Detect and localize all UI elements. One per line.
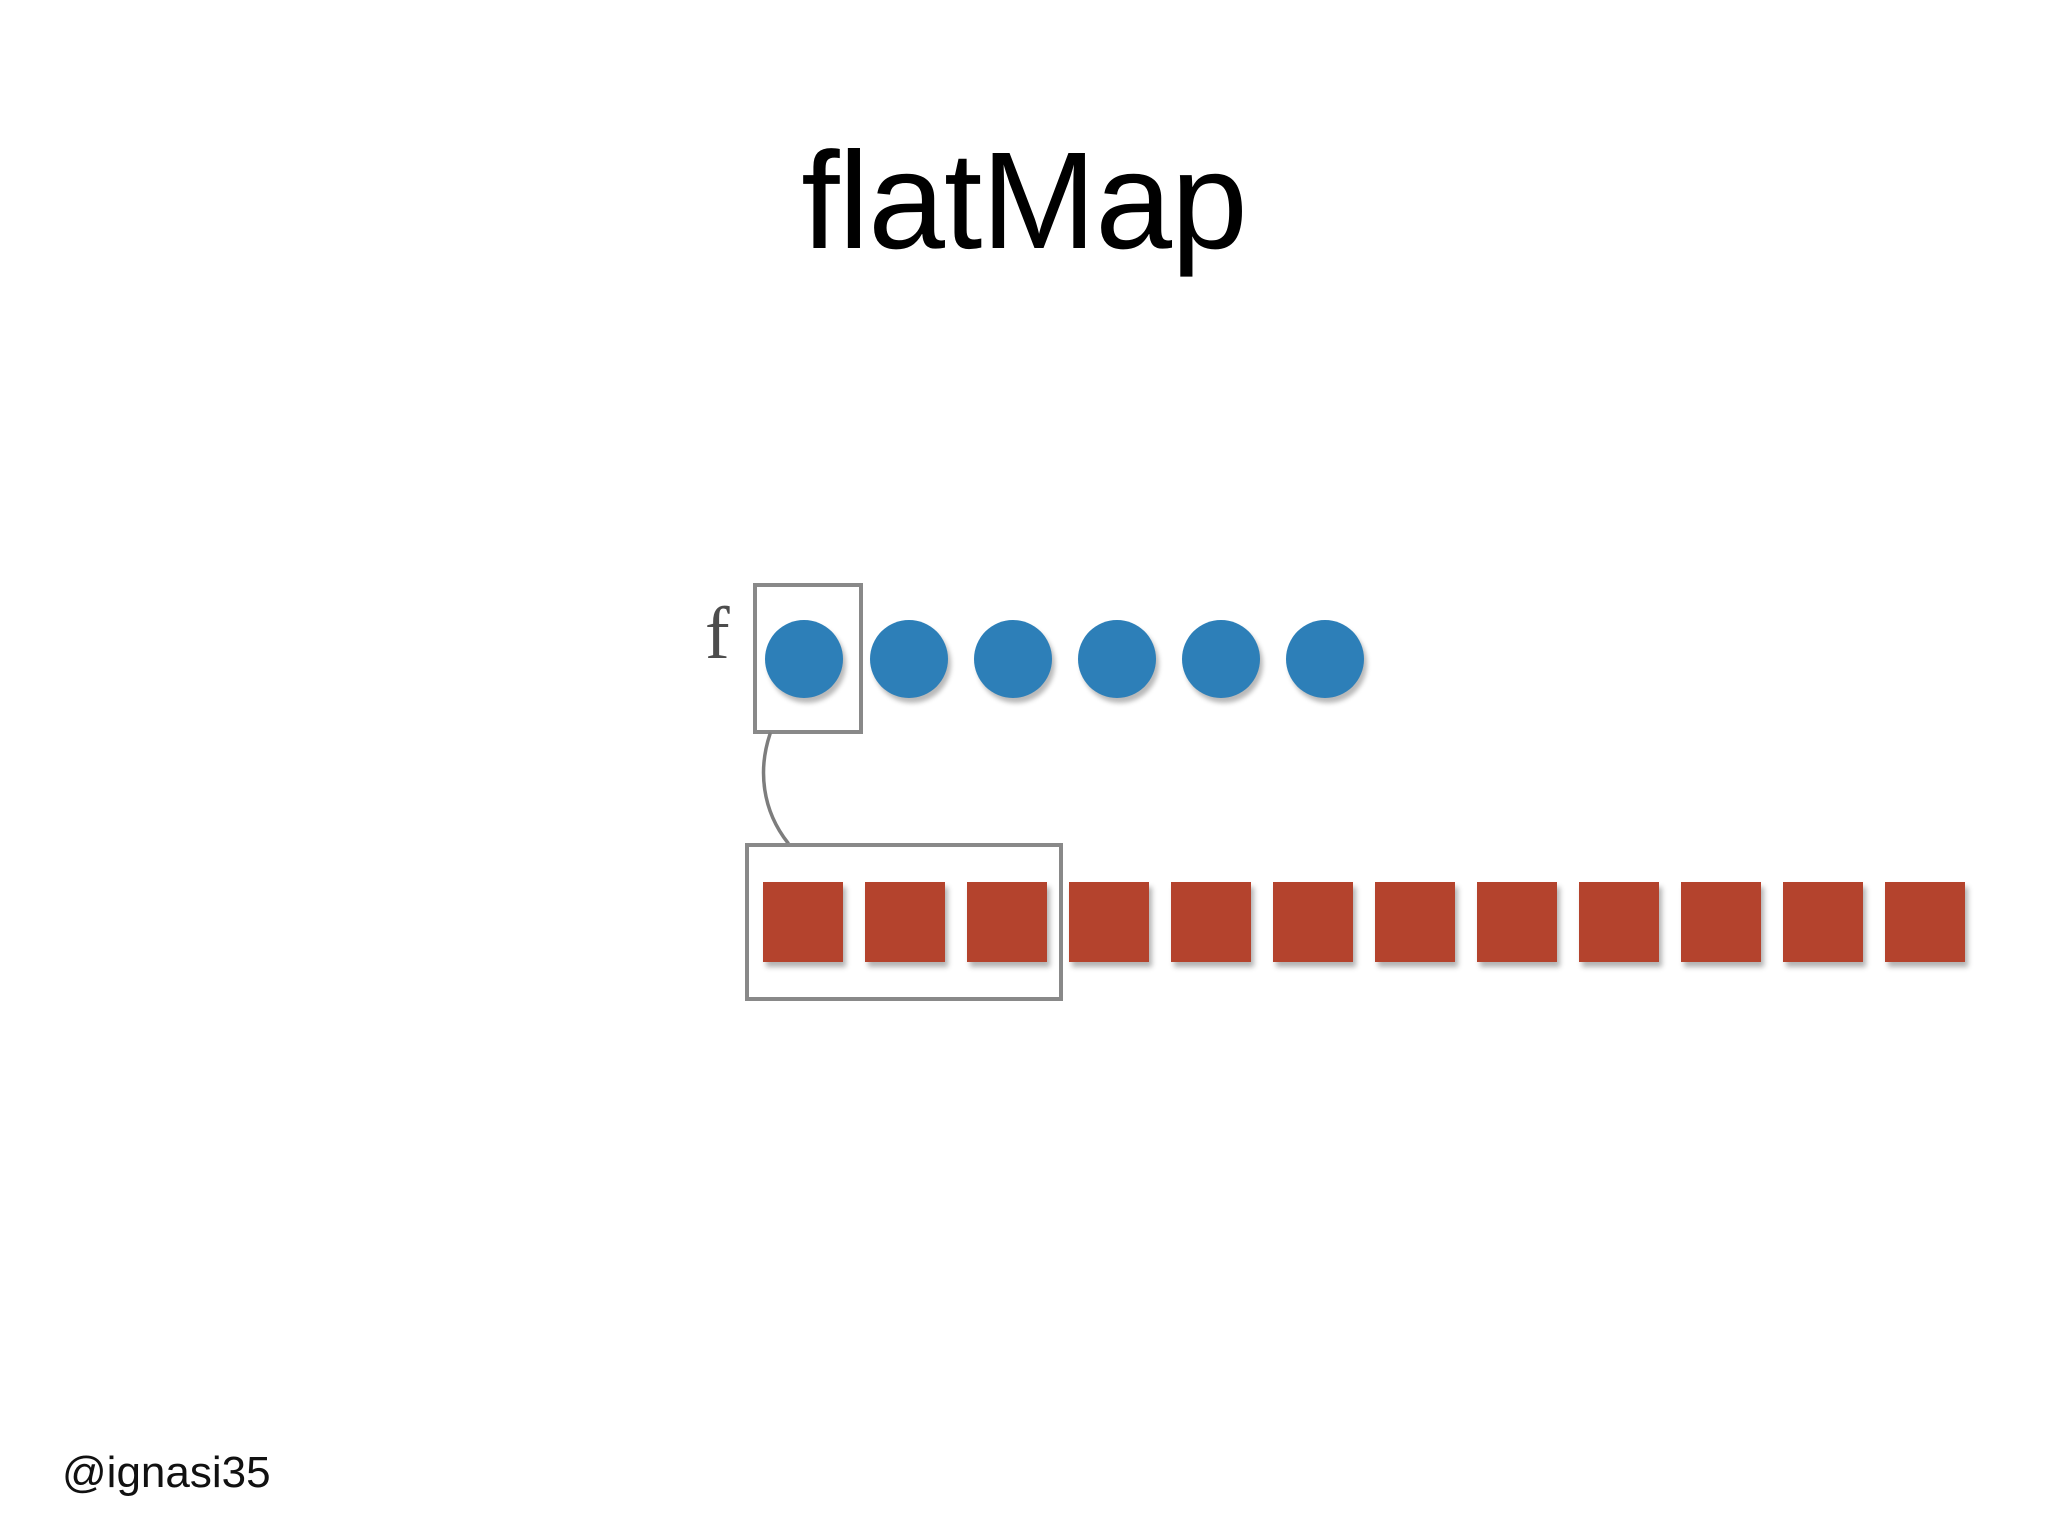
result-square-4 [1171,882,1251,962]
result-square-9 [1681,882,1761,962]
source-circle-4 [1182,620,1260,698]
result-square-7 [1477,882,1557,962]
source-circle-2 [974,620,1052,698]
result-square-11 [1885,882,1965,962]
group-box-result-elements [745,843,1063,1001]
page-title: flatMap [801,124,1248,278]
source-circle-3 [1078,620,1156,698]
source-circle-5 [1286,620,1364,698]
author-watermark: @ignasi35 [62,1448,271,1497]
result-square-2 [967,882,1047,962]
source-circle-1 [870,620,948,698]
function-label-f: f [705,593,730,675]
result-square-5 [1273,882,1353,962]
result-square-0 [763,882,843,962]
result-square-3 [1069,882,1149,962]
result-square-1 [865,882,945,962]
source-circle-0 [765,620,843,698]
result-square-8 [1579,882,1659,962]
group-box-source-element [753,583,863,734]
result-square-6 [1375,882,1455,962]
result-square-10 [1783,882,1863,962]
